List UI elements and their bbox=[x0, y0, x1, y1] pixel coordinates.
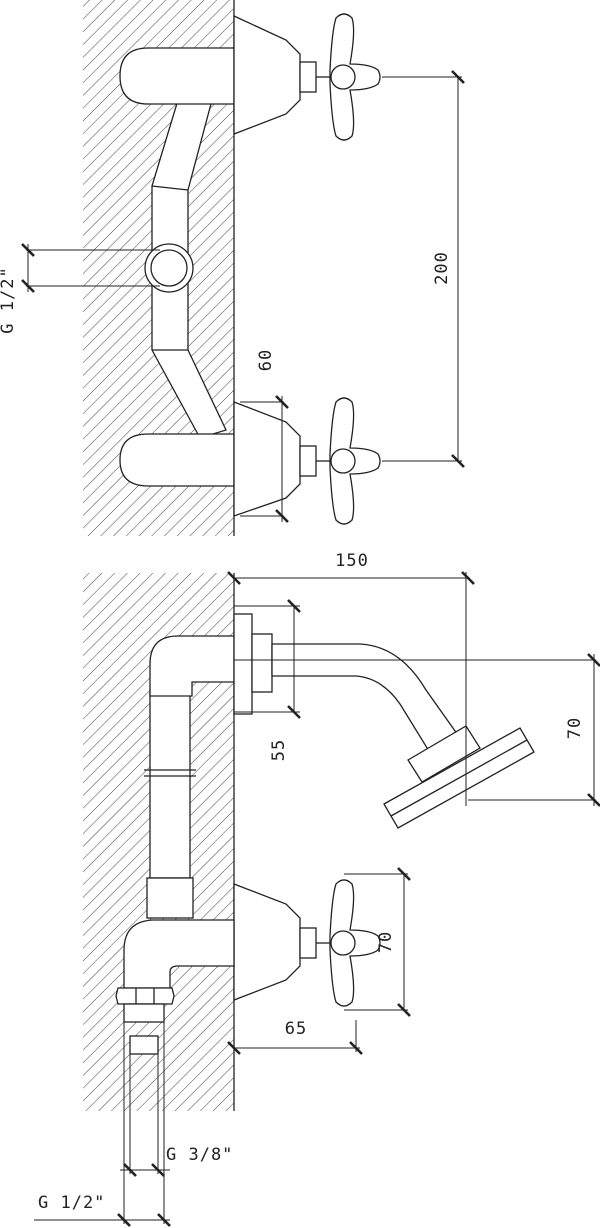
dimension-g-fittings-bottom: G 3/8" G 1/2" bbox=[34, 1022, 233, 1227]
bottom-view: 150 55 70 70 bbox=[34, 551, 600, 1227]
dimension-60: 60 bbox=[240, 349, 289, 523]
dimension-150: 150 bbox=[227, 551, 475, 806]
top-view: 200 60 G 1/2" bbox=[0, 0, 465, 536]
connecting-pipe bbox=[144, 99, 227, 439]
inlet-fitting-circle bbox=[144, 243, 194, 293]
bottom-valve bbox=[233, 879, 381, 1007]
dim-65-label: 65 bbox=[285, 1019, 307, 1039]
dimension-70-spout: 70 bbox=[234, 653, 600, 807]
dimension-55: 55 bbox=[234, 599, 301, 761]
bottom-g-half-label: G 1/2" bbox=[38, 1193, 105, 1213]
g-three-eighths-label: G 3/8" bbox=[166, 1145, 233, 1165]
dim-200-label: 200 bbox=[432, 251, 452, 285]
dim-70-handle-label: 70 bbox=[376, 931, 396, 953]
hex-nut bbox=[115, 987, 175, 1005]
upper-valve bbox=[233, 13, 381, 141]
dimension-65: 65 bbox=[227, 1010, 363, 1055]
shower-head bbox=[383, 725, 535, 829]
dim-60-label: 60 bbox=[256, 349, 276, 371]
dimension-200: 200 bbox=[382, 70, 465, 468]
top-g-half-label: G 1/2" bbox=[0, 266, 18, 333]
dim-70-spout-label: 70 bbox=[565, 717, 585, 739]
lower-valve bbox=[233, 397, 381, 525]
dim-150-label: 150 bbox=[335, 551, 369, 571]
dimension-g-half-top: G 1/2" bbox=[0, 243, 160, 334]
dimension-70-handle: 70 bbox=[344, 867, 411, 1017]
dim-55-label: 55 bbox=[269, 739, 289, 761]
